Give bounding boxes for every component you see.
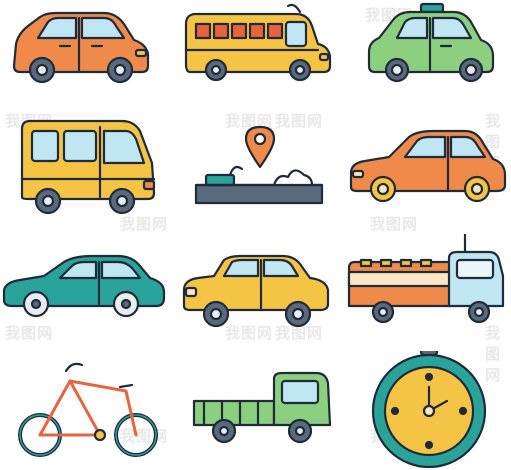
teal-sedan-icon	[0, 234, 170, 351]
yellow-coupe-icon	[170, 234, 340, 351]
orange-sedan-icon	[341, 117, 511, 234]
bicycle-icon	[0, 351, 170, 468]
map-pin-road-icon	[170, 117, 340, 234]
green-truck-icon	[170, 351, 340, 468]
orange-hatchback-icon	[0, 0, 170, 117]
yellow-school-bus-icon	[170, 0, 340, 117]
clock-icon	[341, 351, 511, 468]
green-taxi-car-icon	[341, 0, 511, 117]
tow-truck-icon	[341, 234, 511, 351]
yellow-van-icon	[0, 117, 170, 234]
